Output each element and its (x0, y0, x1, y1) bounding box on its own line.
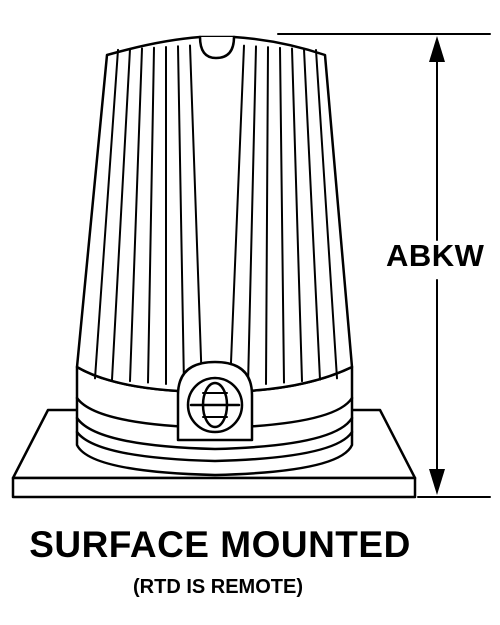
housing-ribs (94, 44, 338, 388)
housing-rib (129, 47, 143, 383)
housing-rib (315, 49, 338, 380)
dimension-line (277, 33, 491, 498)
housing-rib (303, 48, 321, 381)
housing-rib (265, 46, 269, 385)
dimension-arrow-bottom (429, 469, 445, 495)
housing-rib (279, 46, 285, 384)
housing-rib (177, 45, 185, 387)
ribbed-housing (75, 35, 354, 394)
housing-rib (94, 48, 119, 380)
dimension-label: ABKW (386, 238, 485, 273)
caption-subtitle: (RTD IS REMOTE) (133, 576, 303, 598)
housing-rib (291, 47, 303, 383)
caption-title: SURFACE MOUNTED (29, 524, 411, 565)
housing-rib (111, 48, 131, 381)
housing-rib (147, 46, 155, 384)
mounting-screw-boss (176, 360, 254, 442)
housing-rib (229, 44, 245, 388)
housing-rib (247, 45, 257, 387)
housing-rib (189, 44, 203, 388)
dimension-arrow-top (429, 36, 445, 62)
